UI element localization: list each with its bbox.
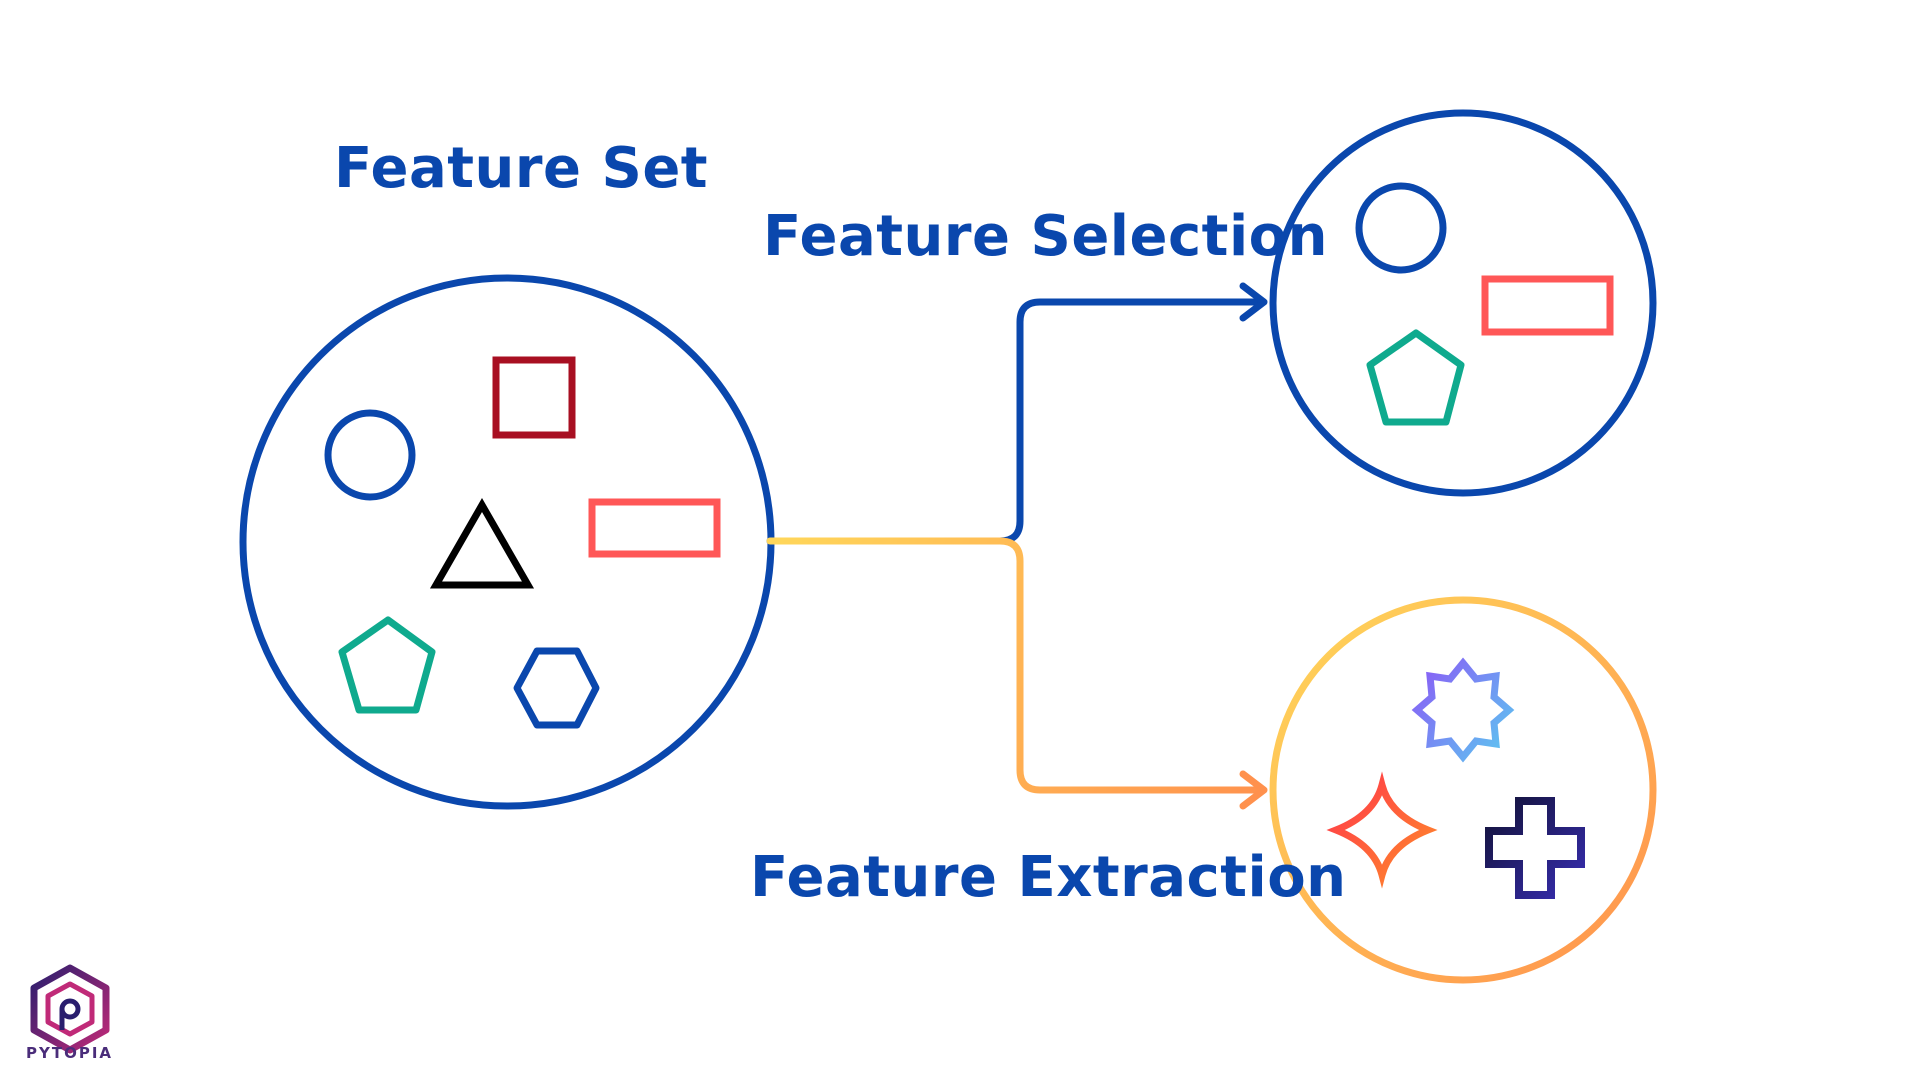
feature-extraction-circle <box>1269 596 1657 984</box>
selection-rectangle-shape <box>1481 275 1614 336</box>
set-rectangle-shape <box>588 498 721 558</box>
feature-set-label: Feature Set <box>334 136 709 201</box>
extraction-four-point-star-shape <box>1326 771 1438 889</box>
set-hexagon-shape <box>513 647 600 729</box>
selection-connector <box>766 298 1266 545</box>
set-square-shape <box>492 356 576 439</box>
extraction-arrowhead <box>1239 770 1268 810</box>
set-circle-shape <box>324 409 416 501</box>
extraction-badge-star-shape <box>1411 657 1515 763</box>
set-triangle-shape <box>429 497 535 589</box>
pytopia-logo-icon <box>30 964 110 1054</box>
set-pentagon-shape <box>338 616 436 714</box>
selection-pentagon-shape <box>1366 329 1465 426</box>
feature-selection-circle <box>1269 109 1657 497</box>
selection-arrowhead <box>1239 282 1268 322</box>
feature-selection-label: Feature Selection <box>763 204 1328 269</box>
pytopia-logo-text: PYTOPIA <box>26 1044 114 1062</box>
extraction-connector <box>766 537 1266 794</box>
extraction-cross-shape <box>1485 797 1585 899</box>
feature-extraction-label: Feature Extraction <box>750 845 1347 910</box>
selection-circle-shape <box>1355 182 1447 274</box>
